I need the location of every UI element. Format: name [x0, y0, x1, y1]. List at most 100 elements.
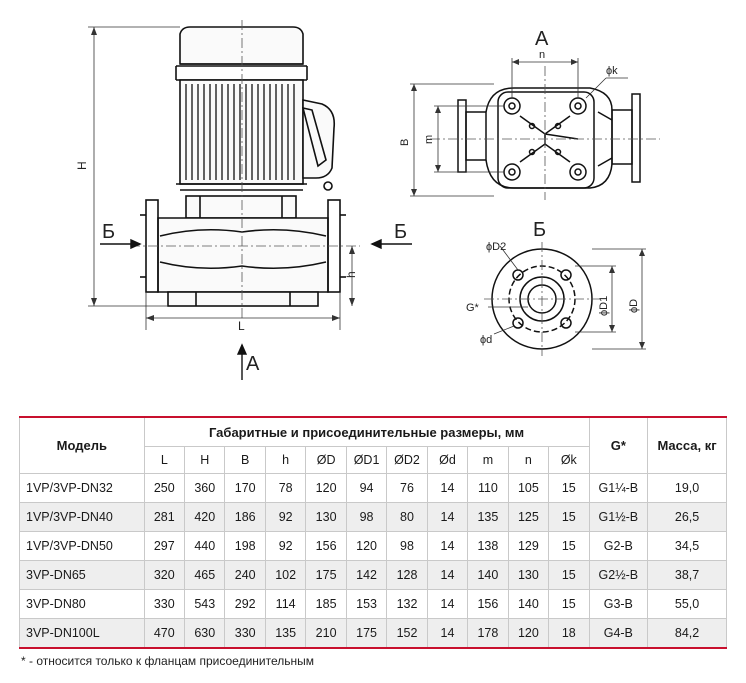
dim-header-cell: B	[224, 446, 266, 474]
dim-value-cell: 175	[305, 560, 347, 590]
g-thread-cell: G3-B	[588, 589, 649, 619]
dim-value-cell: 250	[143, 473, 186, 503]
model-cell: 1VP/3VP-DN32	[19, 473, 145, 503]
dim-value-cell: 175	[345, 618, 388, 649]
dim-value-cell: 630	[184, 618, 226, 649]
dim-value-cell: 125	[507, 502, 550, 532]
mass-cell: 26,5	[647, 502, 727, 532]
mass-cell: 34,5	[647, 531, 727, 561]
dim-value-cell: 135	[264, 618, 307, 649]
dim-value-cell: 297	[143, 531, 186, 561]
dim-value-cell: 15	[548, 560, 590, 590]
g-thread-cell: G4-B	[588, 618, 649, 649]
mass-cell: 38,7	[647, 560, 727, 590]
dim-value-cell: 92	[264, 502, 307, 532]
dim-header-cell: Ød	[426, 446, 469, 474]
dim-n-label: n	[539, 49, 545, 61]
dim-value-cell: 105	[507, 473, 550, 503]
dimensions-table: Модель Габаритные и присоединительные ра…	[19, 416, 727, 649]
flange-view-title: Б	[533, 219, 546, 241]
dim-value-cell: 465	[184, 560, 226, 590]
dim-L-label: L	[238, 319, 245, 333]
dim-value-cell: 138	[467, 531, 509, 561]
g-thread-cell: G2-B	[588, 531, 649, 561]
dim-value-cell: 15	[548, 502, 590, 532]
header-dimensions-group: Габаритные и присоединительные размеры, …	[143, 416, 590, 447]
dim-value-cell: 120	[305, 473, 347, 503]
dim-value-cell: 170	[224, 473, 266, 503]
dim-value-cell: 92	[264, 531, 307, 561]
dim-value-cell: 152	[386, 618, 428, 649]
dim-B-label: B	[399, 139, 411, 146]
dim-k-label: ϕk	[606, 65, 618, 77]
dim-value-cell: 156	[305, 531, 347, 561]
section-label-right: Б	[394, 221, 407, 243]
dim-value-cell: 129	[507, 531, 550, 561]
dim-value-cell: 420	[184, 502, 226, 532]
dim-G-label: G*	[466, 302, 480, 314]
dim-header-cell: ØD1	[345, 446, 388, 474]
dim-value-cell: 140	[467, 560, 509, 590]
model-cell: 3VP-DN65	[19, 560, 145, 590]
dim-value-cell: 178	[467, 618, 509, 649]
dim-value-cell: 14	[426, 560, 469, 590]
section-label-left: Б	[102, 221, 115, 243]
dim-header-cell: H	[184, 446, 226, 474]
dim-value-cell: 140	[507, 589, 550, 619]
dim-value-cell: 114	[264, 589, 307, 619]
dim-value-cell: 14	[426, 473, 469, 503]
dim-value-cell: 330	[224, 618, 266, 649]
model-cell: 3VP-DN100L	[19, 618, 145, 649]
dim-value-cell: 543	[184, 589, 226, 619]
dim-header-cell: h	[264, 446, 307, 474]
dim-value-cell: 198	[224, 531, 266, 561]
dim-value-cell: 15	[548, 531, 590, 561]
dim-value-cell: 14	[426, 531, 469, 561]
dim-value-cell: 130	[507, 560, 550, 590]
mass-cell: 19,0	[647, 473, 727, 503]
dim-value-cell: 142	[345, 560, 388, 590]
header-model: Модель	[19, 416, 145, 474]
dim-value-cell: 14	[426, 502, 469, 532]
dim-value-cell: 240	[224, 560, 266, 590]
dim-value-cell: 94	[345, 473, 388, 503]
pump-side-view	[140, 26, 346, 307]
dim-value-cell: 102	[264, 560, 307, 590]
dim-header-cell: Øk	[548, 446, 590, 474]
header-mass: Масса, кг	[647, 416, 727, 474]
dim-value-cell: 98	[345, 502, 388, 532]
g-thread-cell: G1¼-B	[588, 473, 649, 503]
dim-value-cell: 440	[184, 531, 226, 561]
dim-value-cell: 14	[426, 589, 469, 619]
dim-value-cell: 15	[548, 589, 590, 619]
mass-cell: 55,0	[647, 589, 727, 619]
dim-value-cell: 132	[386, 589, 428, 619]
dim-header-cell: L	[143, 446, 186, 474]
dim-value-cell: 135	[467, 502, 509, 532]
dim-value-cell: 185	[305, 589, 347, 619]
dim-header-cell: ØD2	[386, 446, 428, 474]
view-arrow-label-a: A	[246, 353, 260, 375]
dim-header-cell: ØD	[305, 446, 347, 474]
top-view-title: A	[535, 28, 549, 50]
dim-D-label: ϕD	[628, 299, 640, 313]
dim-D1-label: ϕD1	[598, 296, 610, 316]
g-thread-cell: G1½-B	[588, 502, 649, 532]
dim-value-cell: 156	[467, 589, 509, 619]
dim-value-cell: 281	[143, 502, 186, 532]
dim-value-cell: 360	[184, 473, 226, 503]
dim-d-label: ϕd	[480, 334, 492, 346]
dim-value-cell: 330	[143, 589, 186, 619]
dim-value-cell: 76	[386, 473, 428, 503]
dim-value-cell: 15	[548, 473, 590, 503]
dim-value-cell: 210	[305, 618, 347, 649]
dim-value-cell: 18	[548, 618, 590, 649]
dim-header-cell: m	[467, 446, 509, 474]
g-thread-cell: G2½-B	[588, 560, 649, 590]
dim-value-cell: 470	[143, 618, 186, 649]
